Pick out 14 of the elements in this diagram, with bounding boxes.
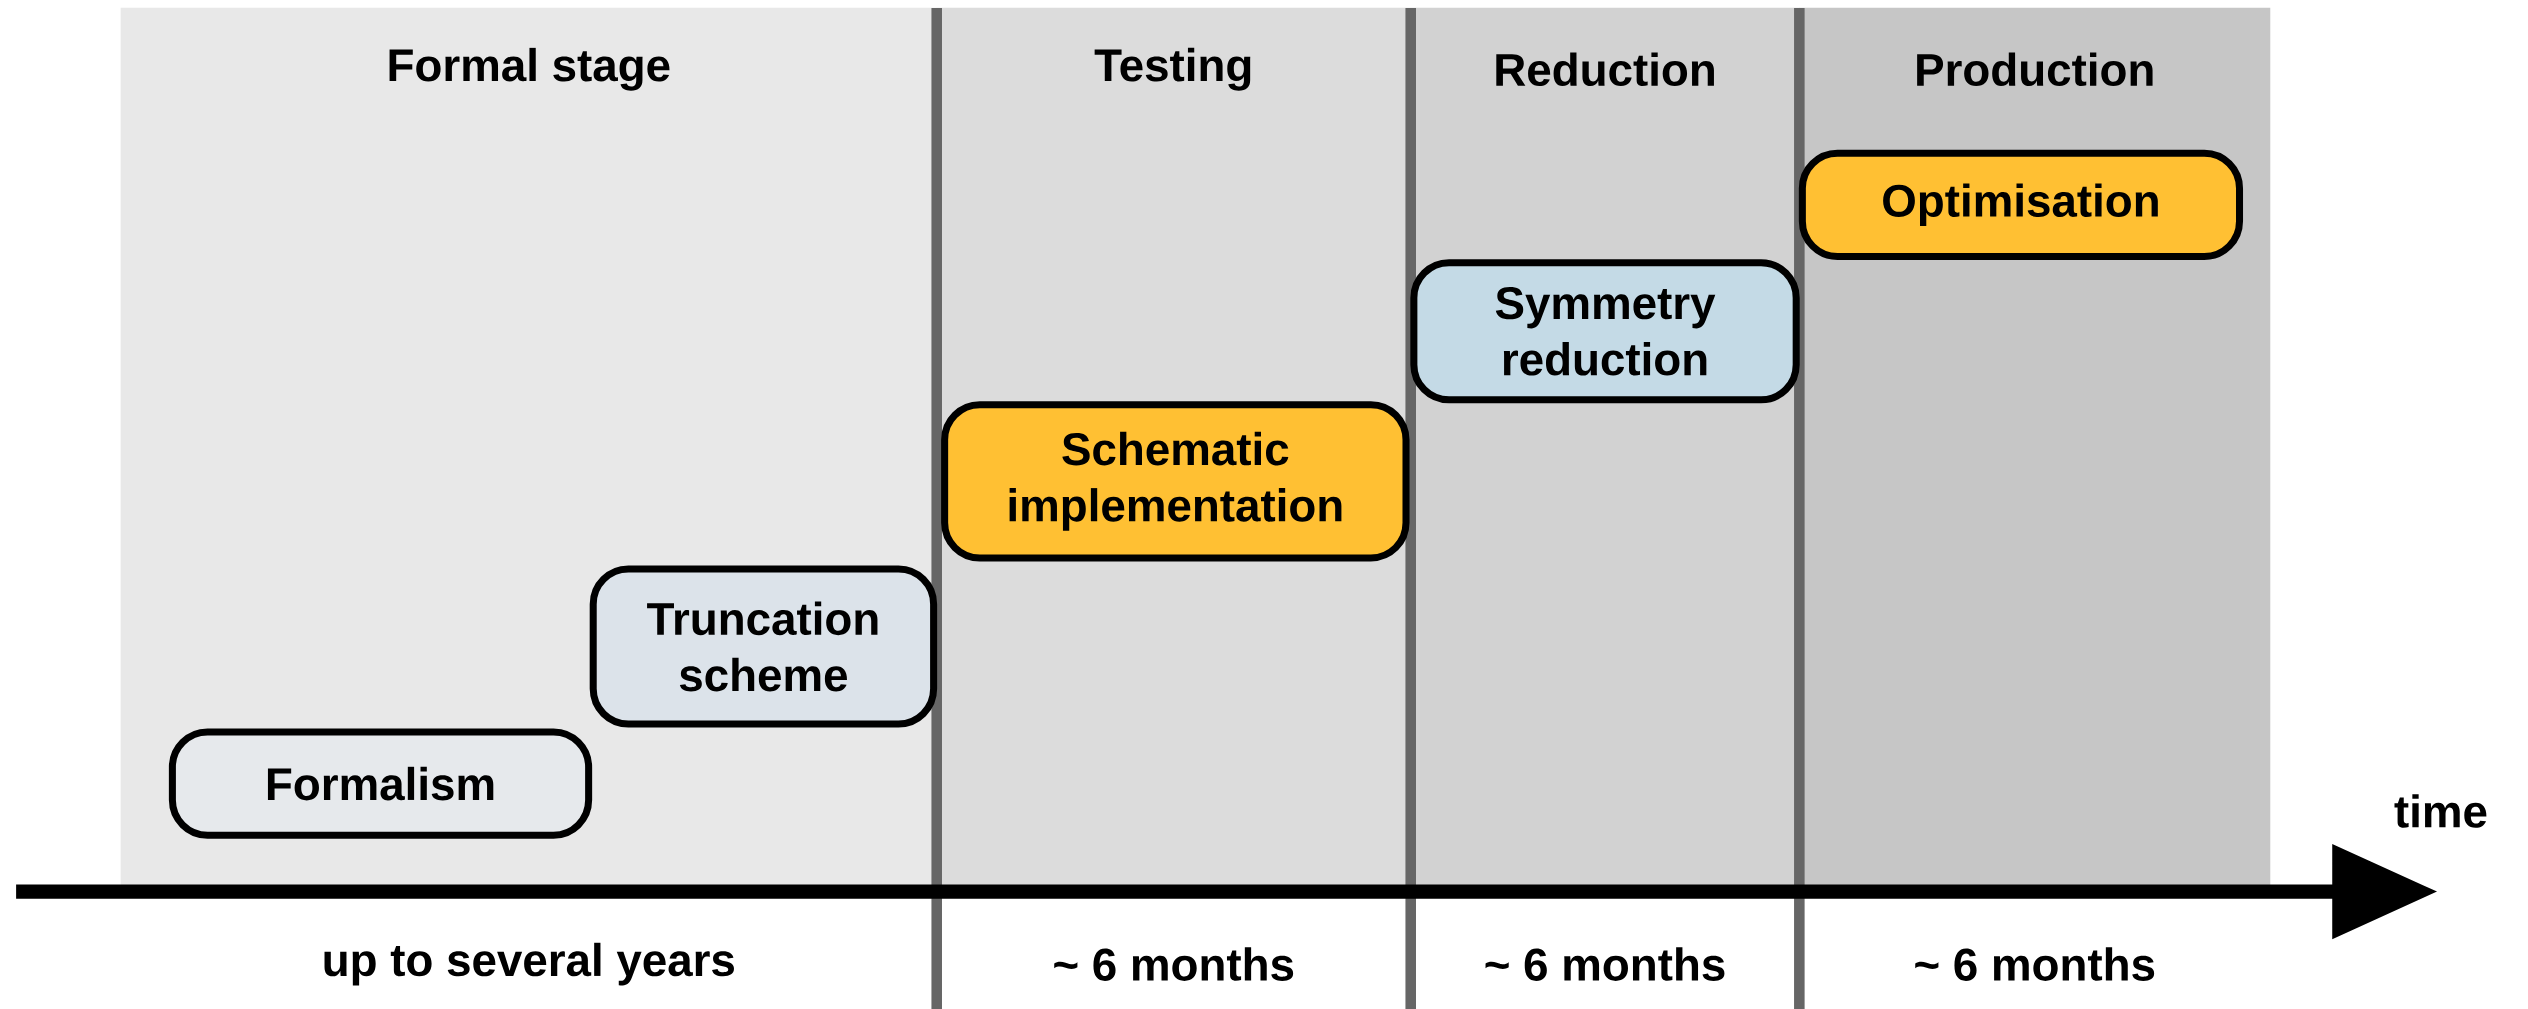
duration-label: ~ 6 months (1485, 947, 1725, 981)
band-heading: Formal stage (389, 47, 670, 91)
stage-box: Schematic implementation (941, 401, 1410, 562)
stage-box: Formalism (168, 728, 593, 839)
band-heading: Reduction (1496, 52, 1714, 87)
stage-box: Optimisation (1798, 149, 2244, 260)
band-heading: Production (1917, 52, 2153, 87)
duration-label: ~ 6 months (1054, 947, 1294, 981)
axis-label: time (2394, 794, 2487, 828)
stage-box: Symmetry reduction (1410, 259, 1800, 404)
duration-label: up to several years (324, 942, 734, 986)
stage-box: Truncation scheme (589, 565, 938, 728)
duration-label: ~ 6 months (1915, 947, 2155, 981)
band-heading: Testing (1094, 47, 1251, 91)
